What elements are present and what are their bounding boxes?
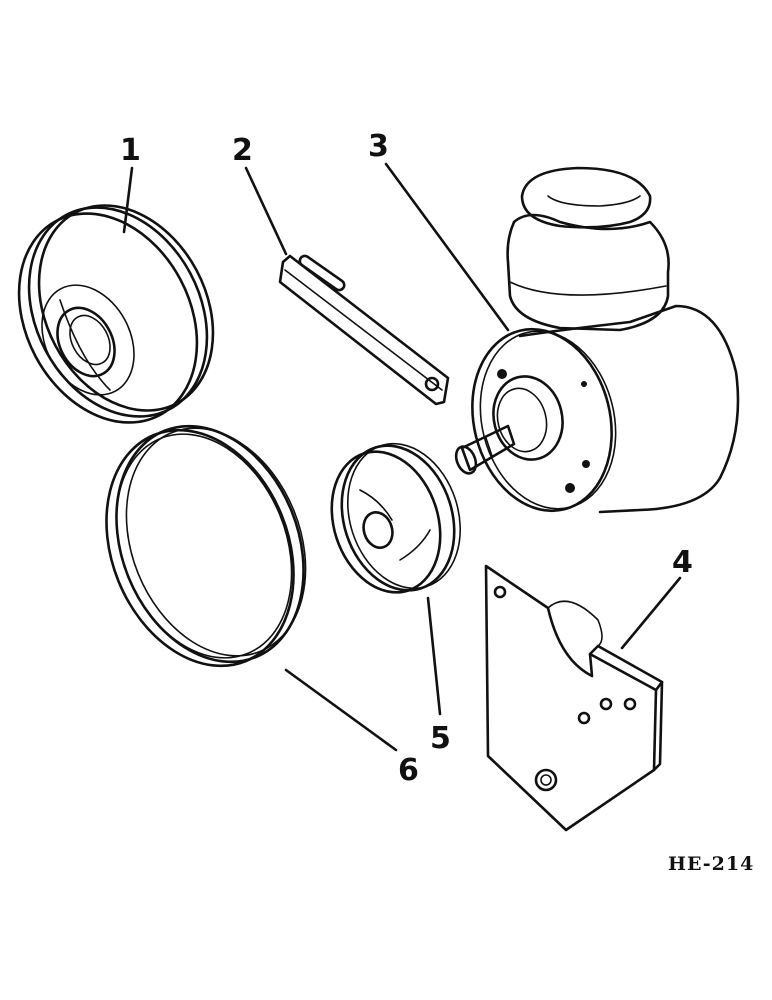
leader-line-1 <box>122 166 134 234</box>
leader-lines <box>122 162 682 752</box>
callout-5: 5 <box>430 721 451 756</box>
leader-line-6 <box>284 668 398 752</box>
crankshaft-pulley <box>17 204 215 424</box>
callout-1: 1 <box>120 133 141 168</box>
drive-belt <box>105 424 307 668</box>
leader-line-3 <box>384 162 510 332</box>
pump-pulley <box>330 442 462 594</box>
leader-line-5 <box>426 596 442 716</box>
callout-6: 6 <box>398 753 419 788</box>
power-steering-pump <box>454 166 740 514</box>
adjusting-strap <box>278 254 450 406</box>
callout-2: 2 <box>232 133 253 168</box>
mounting-bracket <box>484 564 664 832</box>
leader-line-4 <box>620 576 682 650</box>
callout-4: 4 <box>672 545 693 580</box>
leader-line-2 <box>244 166 288 256</box>
callout-3: 3 <box>368 129 389 164</box>
figure-reference: HE-214 <box>668 853 754 875</box>
